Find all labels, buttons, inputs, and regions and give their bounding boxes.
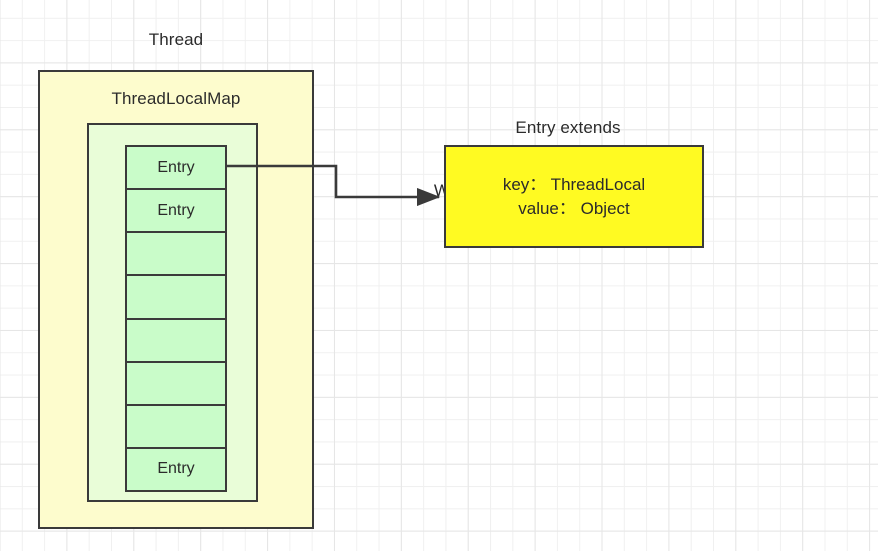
thread-label: Thread [148, 30, 204, 49]
entry-cell [127, 405, 225, 449]
entry-cell [127, 319, 225, 363]
entry-value-field: value： Object [518, 198, 630, 218]
entry-key-field: key： ThreadLocal [502, 174, 646, 194]
entry-cell: Entry [127, 147, 225, 191]
entry-table: Entry Entry Entry [125, 145, 227, 492]
entry-cell: Entry [127, 448, 225, 492]
entry-detail-box: key： ThreadLocal value： Object [444, 145, 704, 248]
entry-cell [127, 362, 225, 406]
entry-detail-caption-line-1: Entry extends [515, 118, 621, 137]
thread-local-map-label: ThreadLocalMap [111, 89, 241, 108]
entry-cell [127, 233, 225, 277]
entry-cell [127, 276, 225, 320]
entry-cell: Entry [127, 190, 225, 234]
